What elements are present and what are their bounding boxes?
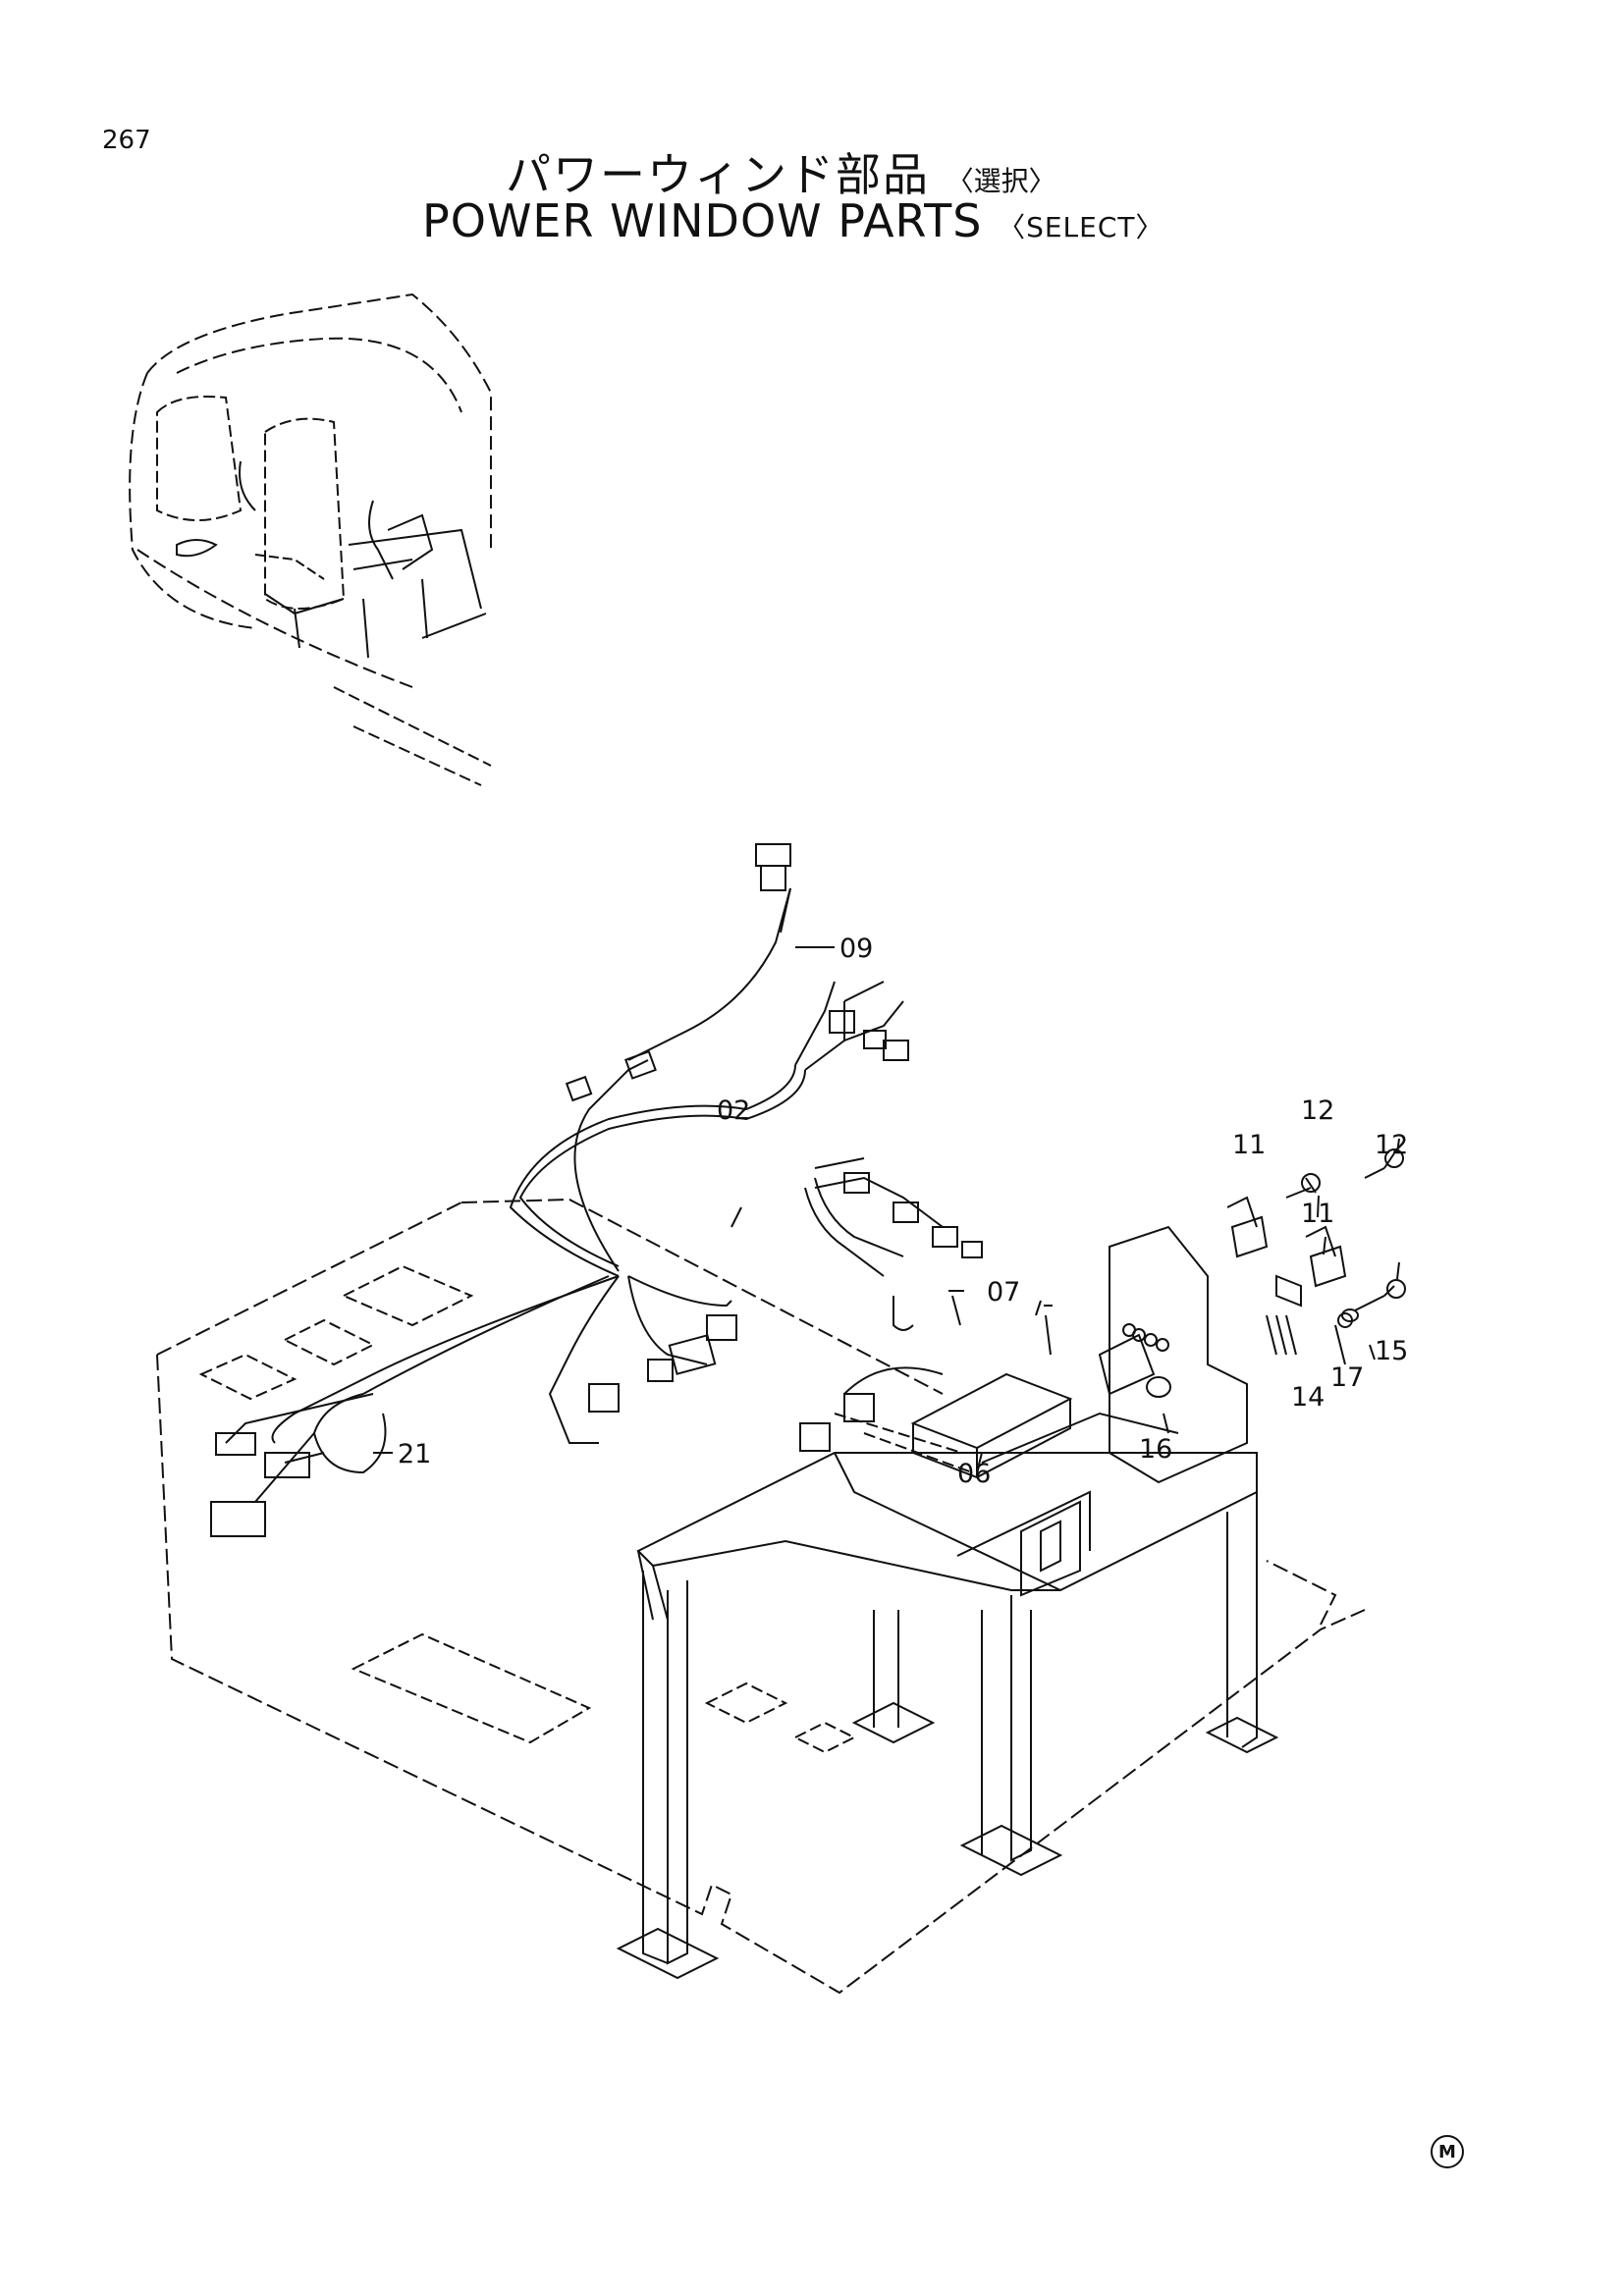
callout-16: 16: [1139, 1434, 1172, 1465]
leader-lines: [373, 946, 1400, 1473]
title-japanese-text: パワーウィンド部品: [506, 148, 930, 201]
callout-02: 02: [717, 1095, 750, 1126]
seat-stand: [616, 1225, 1279, 1980]
callout-12-upper: 12: [1301, 1095, 1334, 1126]
switch-parts: [948, 1148, 1406, 1398]
callout-15: 15: [1375, 1336, 1408, 1366]
title-japanese: パワーウィンド部品 〈選択〉: [506, 139, 1056, 204]
title-english: POWER WINDOW PARTS 〈SELECT〉: [422, 194, 1164, 247]
callout-14: 14: [1291, 1382, 1325, 1413]
floor-recesses: [198, 1264, 857, 1754]
title-english-select: 〈SELECT〉: [998, 211, 1164, 243]
title-japanese-select: 〈選択〉: [946, 165, 1056, 197]
floor-plate: [156, 1198, 1366, 1995]
callout-11-lower: 11: [1301, 1199, 1334, 1229]
callout-labels: 09 02 12 11 12 11 07 15 17 14 16 06 21: [398, 934, 1408, 1489]
callout-17: 17: [1330, 1362, 1364, 1393]
callout-21: 21: [398, 1439, 431, 1469]
callout-06: 06: [957, 1459, 991, 1489]
wire-harness: [210, 843, 1073, 1537]
page-number: 267: [102, 126, 151, 155]
callout-11-upper: 11: [1232, 1130, 1266, 1160]
corner-mark: M: [1431, 2135, 1464, 2168]
callout-07: 07: [987, 1277, 1020, 1308]
callout-12-lower: 12: [1375, 1130, 1408, 1160]
cab-overview: [129, 293, 492, 786]
callout-09: 09: [839, 934, 873, 964]
title-english-text: POWER WINDOW PARTS: [422, 194, 983, 247]
